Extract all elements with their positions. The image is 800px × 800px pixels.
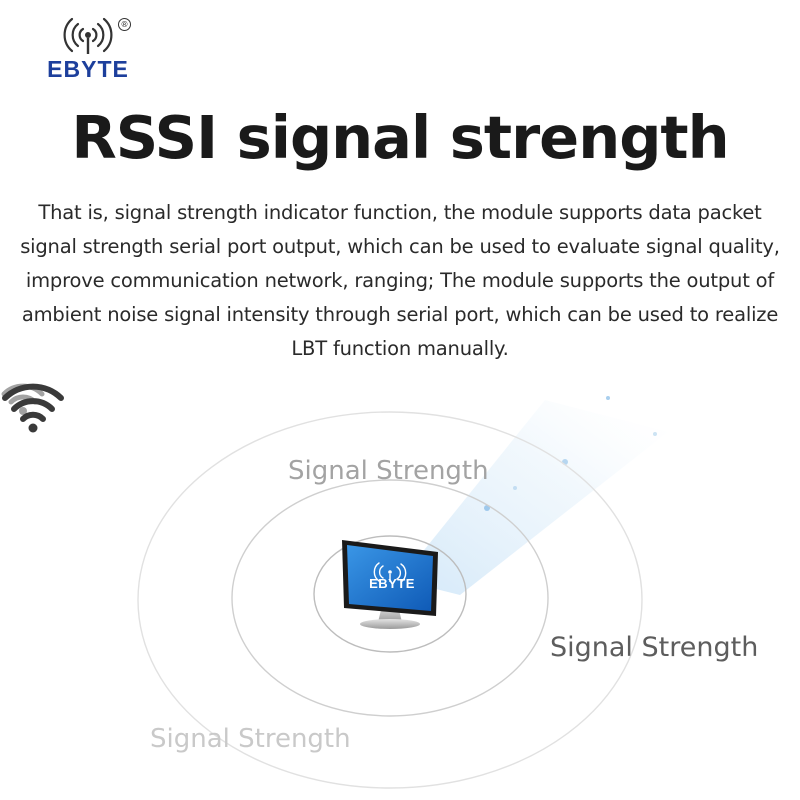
signal-strength-label: Signal Strength xyxy=(550,632,759,663)
signal-strength-label: Signal Strength xyxy=(150,724,351,754)
signal-ring-outer xyxy=(137,411,643,789)
beam-particle xyxy=(653,432,657,436)
monitor-icon: EBYTE xyxy=(338,538,442,636)
registered-mark: ® xyxy=(118,18,131,31)
signal-rings xyxy=(137,396,668,789)
monitor-brand: EBYTE xyxy=(369,576,415,591)
antenna-signal-icon xyxy=(63,17,113,54)
beam-particle xyxy=(513,486,517,490)
description-text: That is, signal strength indicator funct… xyxy=(20,201,780,360)
brand-logo: ® EBYTE xyxy=(28,16,148,86)
beam-particle xyxy=(606,396,610,400)
wifi-icon xyxy=(2,383,64,433)
signal-diagram: Signal Strength xyxy=(0,380,800,800)
page-title: RSSI signal strength xyxy=(71,103,729,172)
signal-ring-middle xyxy=(231,479,549,717)
signal-strength-label: Signal Strength xyxy=(288,456,489,486)
signal-beam xyxy=(400,400,668,595)
signal-ring-inner xyxy=(313,535,467,653)
brand-name: EBYTE xyxy=(47,56,129,82)
